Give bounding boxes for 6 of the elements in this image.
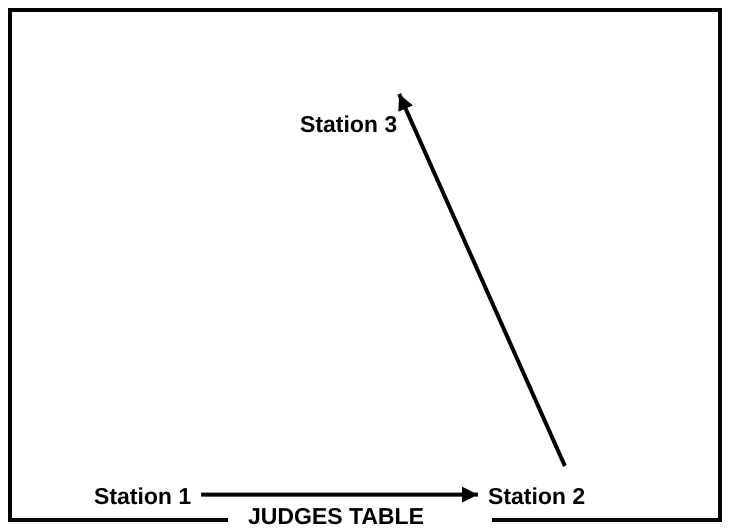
table-label: JUDGES TABLE (248, 503, 424, 529)
station-label: Station 3 (298, 110, 400, 138)
station-label: Station 1 (92, 482, 194, 510)
arrow (397, 93, 567, 467)
station-label: Station 2 (486, 482, 588, 510)
arrow (201, 486, 478, 503)
